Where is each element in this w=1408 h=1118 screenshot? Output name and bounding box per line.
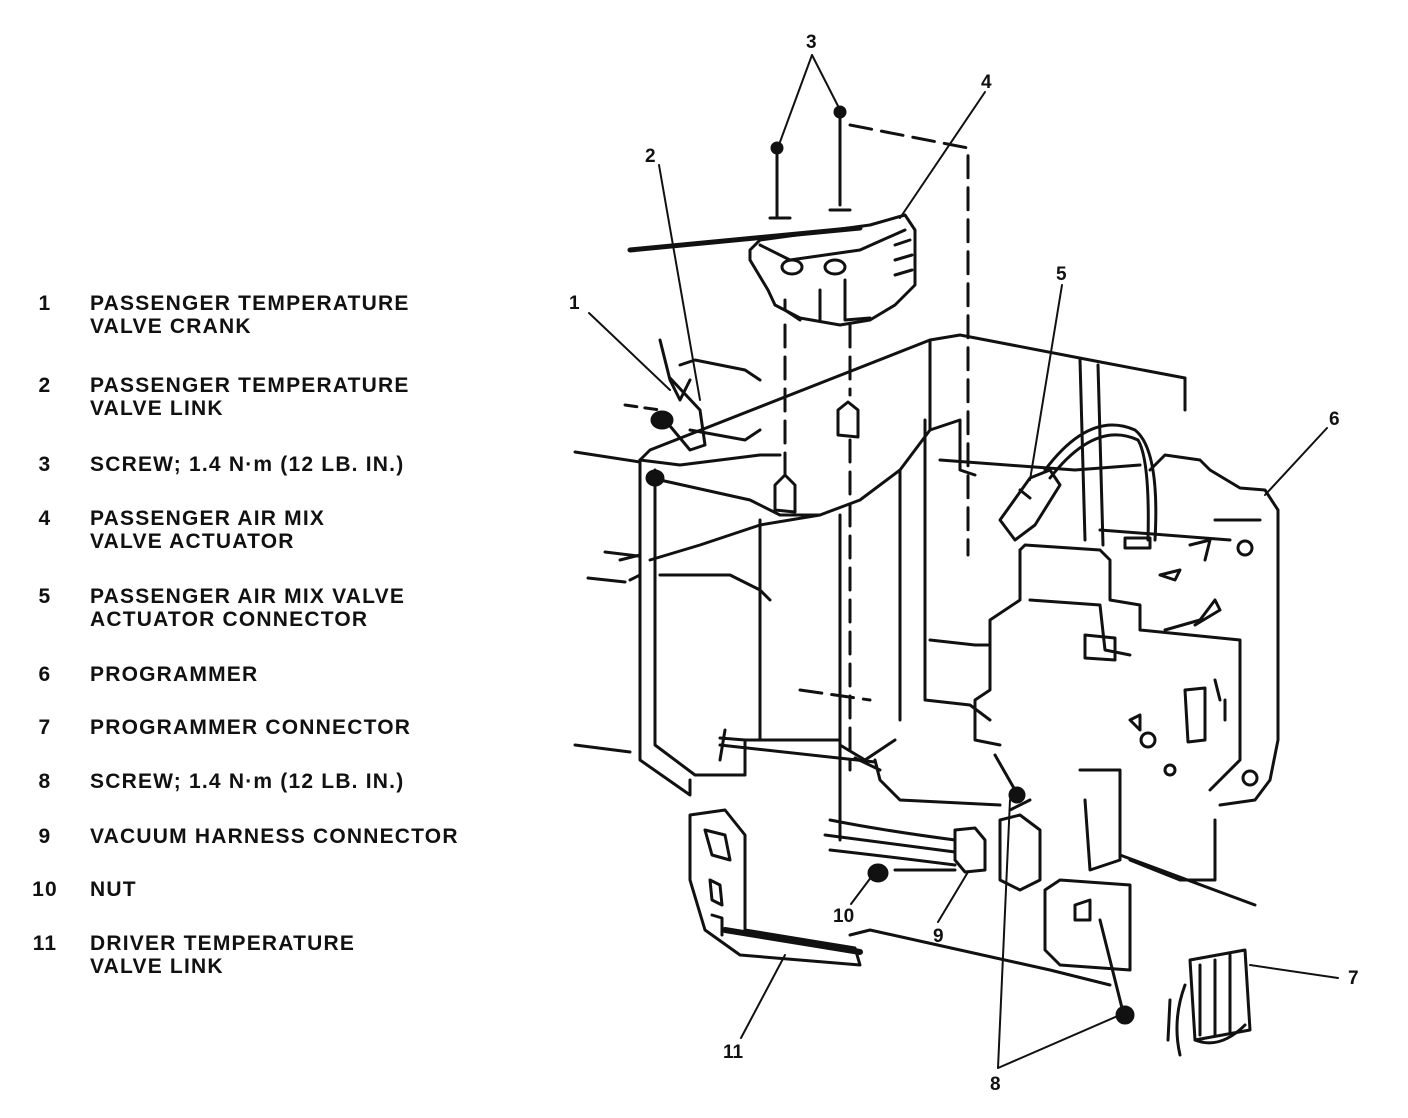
callout-10: 10 <box>833 906 854 927</box>
programmer-screws <box>993 753 1135 1025</box>
leader-lines <box>588 54 1339 1069</box>
callout-7: 7 <box>1348 968 1359 989</box>
vacuum-harness-connector <box>823 798 1042 892</box>
legend: 1 PASSENGER TEMPERATURE VALVE CRANK 2 PA… <box>0 0 500 1118</box>
upper-left-linkage <box>623 338 762 487</box>
callout-11: 11 <box>723 1042 744 1063</box>
callout-labels: 1 2 3 4 5 6 7 8 9 10 11 <box>569 32 1359 1095</box>
callout-9: 9 <box>933 926 944 947</box>
hvac-case <box>618 333 1187 842</box>
legend-label: NUT <box>90 878 137 901</box>
mounting-bosses <box>773 400 860 514</box>
legend-number: 3 <box>38 453 52 476</box>
callout-4: 4 <box>981 72 992 93</box>
alignment-lines <box>783 123 970 772</box>
legend-label: PASSENGER AIR MIX VALVE ACTUATOR <box>90 507 326 553</box>
callout-1: 1 <box>569 293 580 314</box>
legend-label: DRIVER TEMPERATURE VALVE LINK <box>90 932 356 978</box>
legend-label: SCREW; 1.4 N·m (12 LB. IN.) <box>90 770 405 793</box>
programmer <box>973 453 1280 972</box>
legend-number: 6 <box>38 663 52 686</box>
legend-number: 9 <box>38 825 52 848</box>
legend-number: 1 <box>38 292 52 315</box>
legend-label: PASSENGER TEMPERATURE VALVE LINK <box>90 374 410 420</box>
driver-valve-link <box>688 728 1112 987</box>
legend-number: 8 <box>38 770 52 793</box>
nut <box>867 863 889 883</box>
callout-3: 3 <box>806 32 817 53</box>
legend-number: 4 <box>38 507 52 530</box>
legend-number: 11 <box>32 932 58 955</box>
legend-label: PROGRAMMER <box>90 663 259 686</box>
legend-label: VACUUM HARNESS CONNECTOR <box>90 825 459 848</box>
legend-number: 7 <box>38 716 52 739</box>
reference-lines <box>573 450 642 754</box>
actuator-connector <box>998 423 1158 550</box>
legend-label: SCREW; 1.4 N·m (12 LB. IN.) <box>90 453 405 476</box>
callout-5: 5 <box>1056 264 1067 285</box>
callout-2: 2 <box>645 146 656 167</box>
legend-number: 5 <box>38 585 52 608</box>
legend-label: PASSENGER TEMPERATURE VALVE CRANK <box>90 292 410 338</box>
legend-label: PROGRAMMER CONNECTOR <box>90 716 412 739</box>
programmer-connector <box>1166 948 1252 1057</box>
air-mix-actuator <box>627 208 917 327</box>
callout-6: 6 <box>1329 409 1340 430</box>
legend-number: 10 <box>32 878 58 901</box>
legend-label: PASSENGER AIR MIX VALVE ACTUATOR CONNECT… <box>90 585 406 631</box>
callout-8: 8 <box>990 1074 1001 1095</box>
legend-number: 2 <box>38 374 52 397</box>
actuator-screws <box>770 105 847 220</box>
